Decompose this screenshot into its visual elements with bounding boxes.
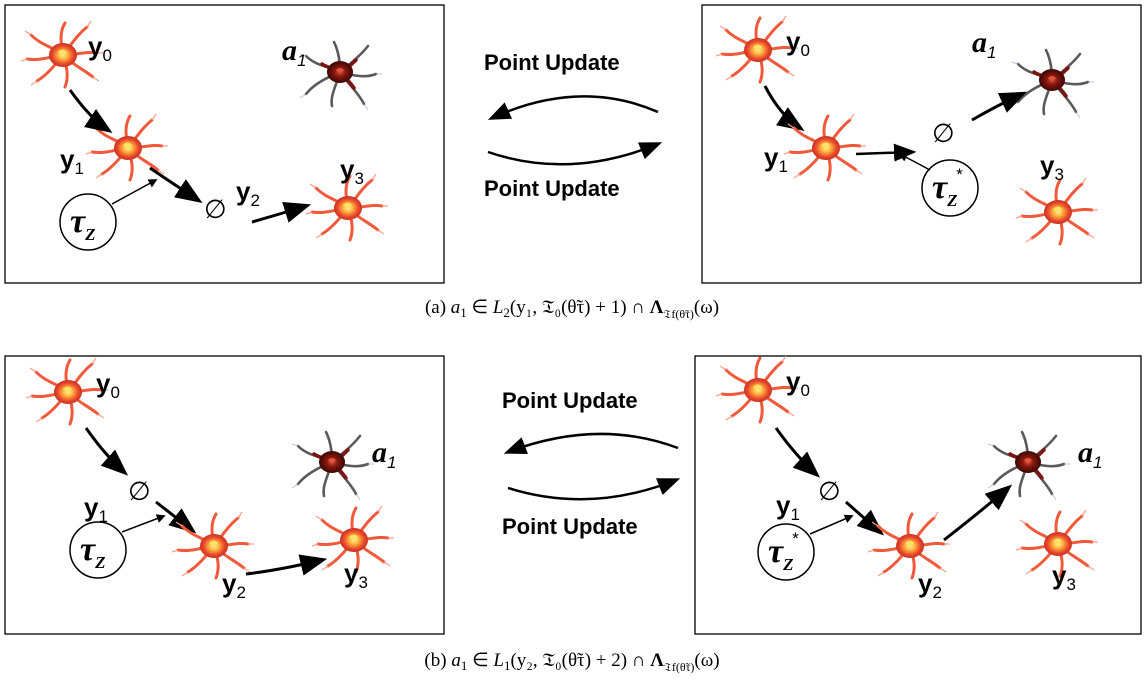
tau-circle bbox=[757, 523, 815, 581]
empty-node: ∅ bbox=[932, 119, 955, 149]
label-y3: y3 bbox=[344, 558, 368, 592]
label-y1: y1 bbox=[84, 492, 108, 526]
update-label-top: Point Update bbox=[502, 388, 638, 413]
edge-y1-empty bbox=[855, 143, 917, 162]
label-y0: y0 bbox=[88, 31, 112, 65]
edge-tau-y1 bbox=[111, 179, 158, 205]
edge-y1-y2 bbox=[149, 166, 203, 203]
panel-a-left-box bbox=[4, 4, 445, 284]
edge-empty-y2 bbox=[845, 500, 885, 536]
edge-y0-y1 bbox=[68, 89, 113, 133]
label-y3: y3 bbox=[1052, 560, 1076, 594]
tau-label: τZ* bbox=[768, 529, 799, 574]
label-y0: y0 bbox=[786, 366, 810, 400]
tau-label: τZ bbox=[70, 203, 95, 244]
edge-y2-y3 bbox=[251, 202, 312, 224]
neuron-a1 bbox=[298, 40, 384, 112]
edge-empty-y2 bbox=[155, 500, 197, 534]
neuron-a1 bbox=[290, 430, 376, 502]
tau-label: τZ bbox=[80, 531, 105, 572]
edge-tau-y1 bbox=[809, 514, 854, 535]
label-y3: y3 bbox=[1040, 150, 1064, 184]
edge-y2-a1 bbox=[943, 484, 1013, 542]
update-arrow-left bbox=[503, 432, 679, 455]
label-y2: y2 bbox=[236, 176, 260, 210]
neuron-y3 bbox=[1014, 176, 1100, 246]
panel-b: y0 ∅ y1 τZ y2 y3 a1 Point Update Point U… bbox=[4, 354, 1142, 674]
label-a1: a1 bbox=[972, 26, 996, 62]
label-y1: y1 bbox=[60, 144, 84, 178]
label-y0: y0 bbox=[96, 368, 120, 402]
caption-a: (a) a1 ∈ L2(y₁, 𝔗₀(θ̃τ) + 1) ∩ Λ𝔗f(θ̃τ)(… bbox=[425, 297, 719, 321]
neuron-y2 bbox=[170, 510, 256, 580]
caption-b: (b) a1 ∈ L1(y₂, 𝔗₀(θ̃τ) + 2) ∩ Λ𝔗f(θ̃τ)(… bbox=[424, 650, 719, 674]
edge-empty-a1 bbox=[971, 91, 1027, 122]
empty-node: ∅ bbox=[128, 477, 151, 507]
update-label-top: Point Update bbox=[484, 50, 620, 75]
label-y0: y0 bbox=[786, 26, 810, 60]
label-a1: a1 bbox=[282, 34, 306, 70]
panel-b-right-box bbox=[694, 355, 1142, 635]
tau-label: τZ* bbox=[932, 165, 963, 210]
edge-tau-empty bbox=[898, 153, 931, 171]
edge-y0-y1 bbox=[763, 85, 805, 131]
label-y1: y1 bbox=[764, 142, 788, 176]
empty-node: ∅ bbox=[818, 477, 841, 507]
label-a1: a1 bbox=[372, 436, 396, 472]
empty-y2: ∅ bbox=[204, 195, 227, 225]
update-arrow-right bbox=[487, 142, 663, 166]
update-label-bottom: Point Update bbox=[502, 514, 638, 539]
edge-tau-y1 bbox=[121, 514, 166, 533]
neuron-a1 bbox=[986, 430, 1072, 502]
update-arrow-right bbox=[507, 478, 681, 501]
panel-a-right-box bbox=[701, 4, 1142, 284]
label-y3: y3 bbox=[340, 154, 364, 188]
label-y2: y2 bbox=[918, 568, 942, 602]
edge-y0-empty bbox=[774, 427, 821, 478]
label-y2: y2 bbox=[222, 568, 246, 602]
update-arrow-left bbox=[487, 95, 659, 120]
neuron-y2 bbox=[866, 510, 952, 580]
edge-y2-y3 bbox=[245, 554, 328, 576]
update-label-bottom: Point Update bbox=[484, 176, 620, 201]
edge-y0-empty bbox=[84, 427, 129, 476]
tau-circle bbox=[921, 159, 979, 217]
panel-a: y0 a1 y1 ∅ y2 y3 τZ Point Update Point U… bbox=[4, 4, 1142, 321]
neuron-a1 bbox=[1010, 48, 1096, 120]
label-a1: a1 bbox=[1078, 436, 1102, 472]
tau-circle bbox=[59, 193, 117, 251]
label-y1: y1 bbox=[776, 490, 800, 524]
tau-circle bbox=[69, 521, 127, 579]
panel-b-left-box bbox=[4, 355, 445, 635]
